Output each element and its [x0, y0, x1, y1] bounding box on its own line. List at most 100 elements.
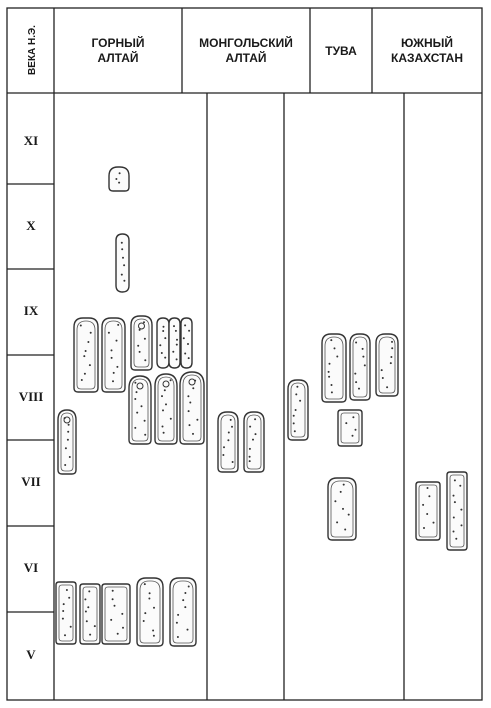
belt-plate-tuva-25: [327, 477, 357, 541]
table-grid: [6, 7, 483, 701]
rivet-dot: [62, 610, 65, 612]
belt-plate-gorny-3: [57, 409, 77, 475]
rivet-dot: [248, 447, 251, 450]
column-header-mongol-line1: МОНГОЛЬСКИЙ: [199, 35, 293, 50]
rivet-dot: [143, 583, 146, 586]
suspension-hole: [162, 380, 170, 388]
column-header-tuva: ТУВА: [325, 44, 357, 58]
plate-inner-outline: [378, 336, 396, 394]
belt-plate-gorny-15: [101, 583, 131, 645]
plate-inner-outline: [220, 414, 236, 470]
rivet-dot: [122, 256, 124, 259]
belt-plate-tuva-22: [349, 333, 371, 401]
rivet-dot: [177, 613, 180, 616]
plate-outline: [327, 477, 357, 541]
rivet-dot: [352, 416, 355, 419]
belt-plate-gorny-8: [168, 317, 181, 369]
belt-plate-tuva-20: [287, 379, 309, 441]
plate-inner-outline: [157, 376, 175, 442]
rivet-dot: [223, 446, 225, 449]
belt-plate-gorny-7: [156, 317, 170, 369]
rivet-dot: [381, 377, 384, 379]
rivet-dot: [453, 501, 456, 504]
rivet-dot: [347, 513, 350, 516]
belt-plates-group: [55, 166, 468, 647]
period-column-label: ВЕКА Н.Э.: [27, 25, 38, 75]
rivet-dot: [187, 410, 190, 413]
rivet-dot: [182, 599, 185, 602]
plate-outline: [168, 317, 181, 369]
rivet-dot: [292, 414, 295, 417]
rivet-dot: [453, 479, 456, 482]
belt-plate-kaz-27: [446, 471, 468, 551]
plate-outline: [136, 577, 164, 647]
rivet-dot: [342, 483, 345, 486]
rivet-dot: [116, 632, 119, 635]
plate-outline: [156, 317, 170, 369]
rivet-dot: [159, 344, 162, 347]
rivet-dot: [164, 356, 167, 359]
rivet-dot: [296, 385, 299, 388]
rivet-dot: [66, 438, 69, 441]
rivet-dot: [187, 585, 190, 588]
rivet-dot: [93, 625, 96, 628]
plate-outline: [321, 333, 347, 403]
rivet-dot: [138, 328, 141, 331]
rivet-dot: [184, 324, 187, 327]
belt-plate-gorny-13: [55, 581, 77, 645]
rivet-dot: [160, 352, 163, 354]
rivet-dot: [67, 423, 70, 426]
rivet-dot: [87, 606, 90, 609]
plate-outline: [154, 373, 178, 445]
rivet-dot: [391, 347, 394, 350]
plate-outline: [108, 166, 130, 192]
plate-inner-outline: [131, 378, 149, 442]
rivet-dot: [143, 419, 146, 422]
rivet-dot: [162, 409, 164, 412]
plate-inner-outline: [324, 336, 344, 400]
rivet-dot: [121, 612, 124, 615]
rivet-dot: [249, 425, 252, 428]
rivet-dot: [187, 395, 190, 398]
plate-outline: [130, 315, 153, 371]
rivet-dot: [120, 273, 123, 276]
rivet-dot: [118, 172, 121, 175]
rivet-dot: [330, 391, 333, 394]
rivet-dot: [176, 338, 178, 341]
rivet-dot: [333, 347, 336, 350]
rivet-dot: [134, 381, 137, 384]
rivet-dot: [83, 355, 86, 358]
rivet-dot: [344, 528, 347, 531]
rivet-dot: [79, 324, 82, 327]
rivet-dot: [460, 508, 463, 511]
rivet-dot: [328, 375, 331, 378]
column-header-mongol-line2: АЛТАЙ: [225, 50, 266, 65]
plate-inner-outline: [76, 320, 96, 390]
rivet-dot: [192, 432, 194, 435]
rivet-dot: [227, 431, 230, 434]
rivet-dot: [452, 494, 455, 497]
rivet-dot: [423, 527, 425, 529]
rivet-dot: [67, 430, 70, 433]
belt-plate-gorny-5: [101, 317, 126, 393]
rivet-dot: [122, 626, 124, 629]
rivet-dot: [169, 417, 172, 420]
plate-inner-outline: [352, 336, 368, 398]
century-label-ix: IX: [24, 303, 39, 318]
belt-plate-gorny-12: [179, 371, 205, 445]
rivet-dot: [182, 337, 185, 340]
rivet-dot: [115, 339, 118, 342]
rivet-dot: [175, 343, 178, 346]
belt-plate-gorny-14: [79, 583, 101, 645]
rivet-dot: [358, 387, 360, 390]
rivet-dot: [428, 495, 431, 498]
column-header-kaz-line1: ЮЖНЫЙ: [401, 35, 453, 50]
rivet-dot: [143, 321, 145, 324]
rivet-dot: [299, 399, 302, 402]
rivet-dot: [152, 629, 155, 632]
rivet-dot: [65, 589, 68, 591]
rivet-dot: [112, 371, 115, 374]
rivet-dot: [111, 589, 114, 592]
plate-outline: [57, 409, 77, 475]
rivet-dot: [354, 428, 357, 431]
